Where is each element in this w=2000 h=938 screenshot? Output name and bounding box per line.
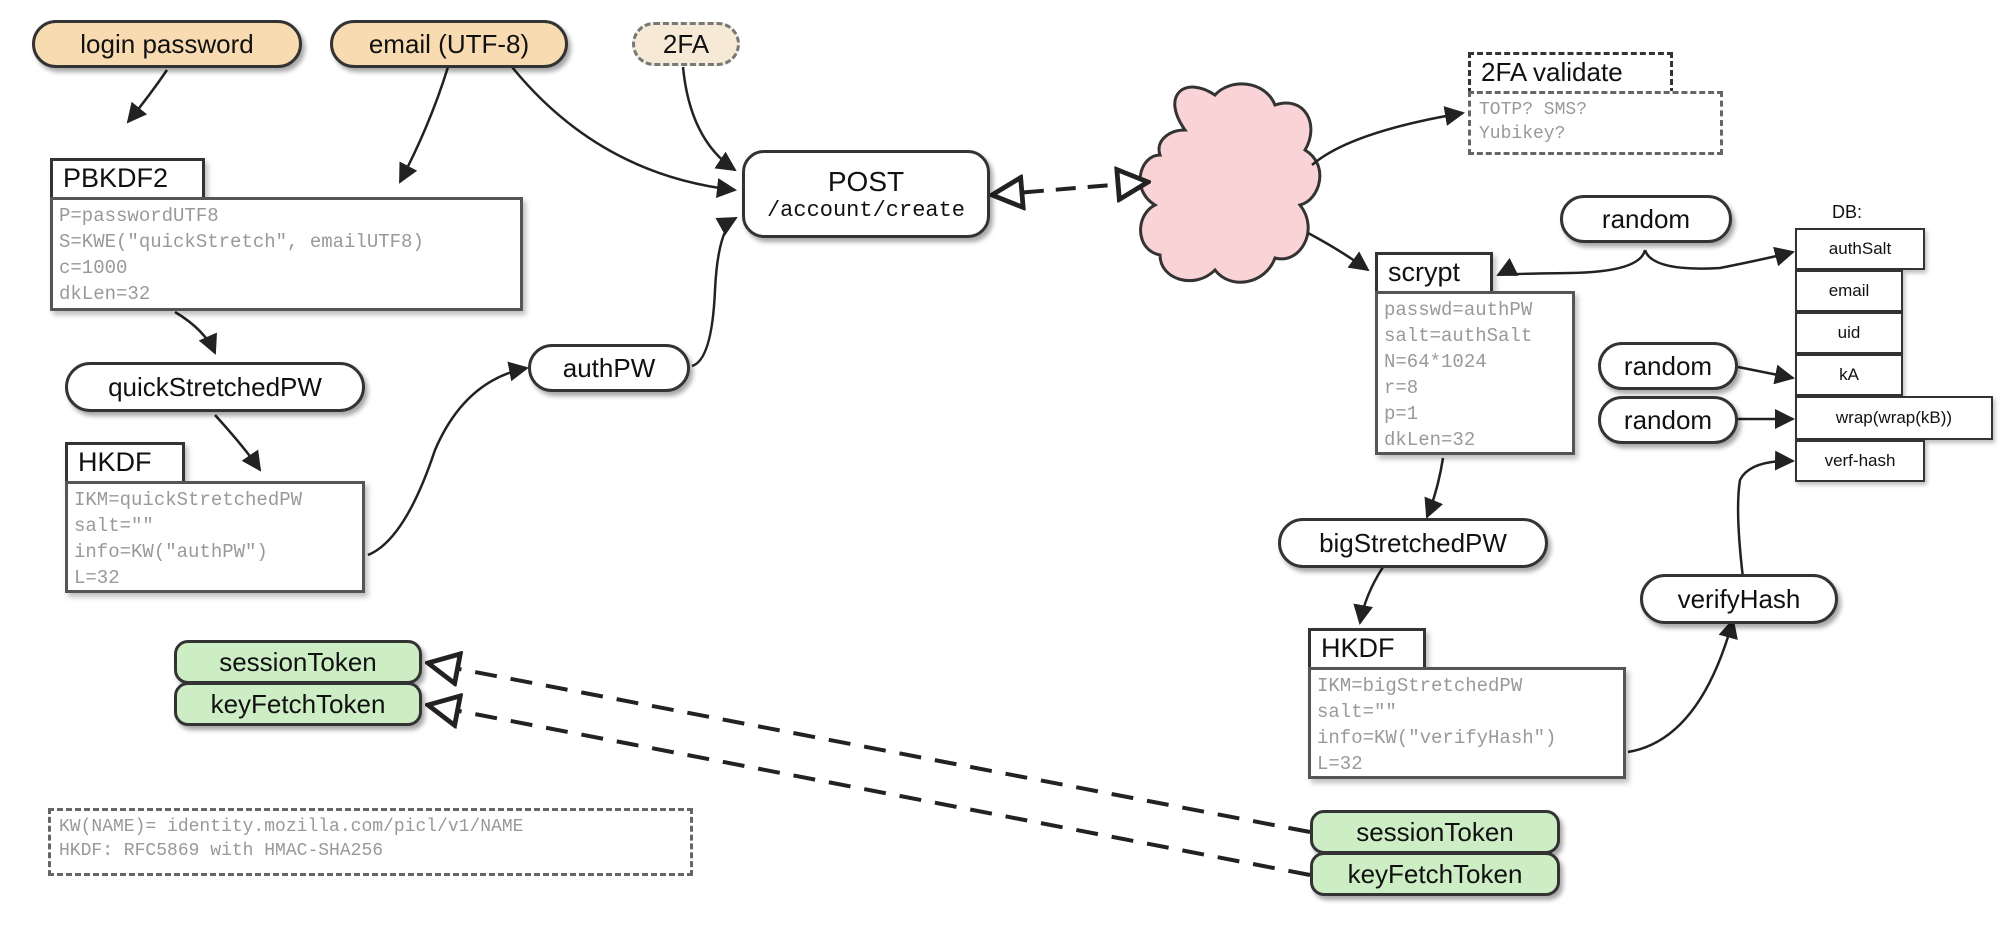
post-account-create: POST /account/create bbox=[742, 150, 990, 238]
scrypt-title: scrypt bbox=[1375, 252, 1493, 294]
twofa-validate-options: TOTP? SMS? Yubikey? bbox=[1468, 91, 1723, 155]
hkdf-client-title: HKDF bbox=[65, 442, 185, 484]
hkdf-server-param: info=KW("verifyHash") bbox=[1317, 727, 1557, 749]
post-title: POST bbox=[827, 165, 905, 197]
server-session-token: sessionToken bbox=[1310, 810, 1560, 854]
twofa-validate-title: 2FA validate bbox=[1468, 52, 1673, 94]
hkdf-server-param: IKM=bigStretchedPW bbox=[1317, 675, 1523, 697]
twofa-input: 2FA bbox=[632, 22, 740, 66]
hkdf-server-params: IKM=bigStretchedPW salt="" info=KW("veri… bbox=[1308, 667, 1626, 779]
db-field-ka: kA bbox=[1795, 354, 1903, 396]
quick-stretched-pw: quickStretchedPW bbox=[65, 362, 365, 412]
hkdf-client-param: salt="" bbox=[74, 515, 154, 537]
scrypt-param: dkLen=32 bbox=[1384, 429, 1476, 451]
hkdf-client-param: info=KW("authPW") bbox=[74, 541, 268, 563]
hkdf-server-title: HKDF bbox=[1308, 628, 1426, 670]
legend-line: KW(NAME)= identity.mozilla.com/picl/v1/N… bbox=[59, 817, 524, 837]
random-ka-source: random bbox=[1598, 342, 1738, 390]
pbkdf2-title: PBKDF2 bbox=[50, 158, 205, 200]
client-keyfetch-token: keyFetchToken bbox=[174, 682, 422, 726]
pbkdf2-params: P=passwordUTF8 S=KWE("quickStretch", ema… bbox=[50, 197, 523, 311]
db-label: DB: bbox=[1832, 202, 1863, 222]
pbkdf2-param: S=KWE("quickStretch", emailUTF8) bbox=[59, 231, 424, 253]
client-session-token: sessionToken bbox=[174, 640, 422, 684]
hkdf-client-param: L=32 bbox=[74, 567, 120, 589]
scrypt-param: passwd=authPW bbox=[1384, 299, 1533, 321]
server-keyfetch-token: keyFetchToken bbox=[1310, 852, 1560, 896]
scrypt-param: salt=authSalt bbox=[1384, 325, 1533, 347]
post-endpoint: /account/create bbox=[766, 197, 966, 223]
db-field-email: email bbox=[1795, 270, 1903, 312]
db-field-verf-hash: verf-hash bbox=[1795, 440, 1925, 482]
pbkdf2-param: P=passwordUTF8 bbox=[59, 205, 219, 227]
scrypt-param: p=1 bbox=[1384, 403, 1419, 425]
big-stretched-pw: bigStretchedPW bbox=[1278, 518, 1548, 568]
db-field-wrap-kb: wrap(wrap(kB)) bbox=[1795, 396, 1993, 440]
hkdf-server-param: salt="" bbox=[1317, 701, 1397, 723]
legend-line: HKDF: RFC5869 with HMAC-SHA256 bbox=[59, 841, 384, 861]
random-salt-source: random bbox=[1560, 195, 1732, 243]
hkdf-client-param: IKM=quickStretchedPW bbox=[74, 489, 303, 511]
hkdf-server-param: L=32 bbox=[1317, 753, 1363, 775]
twofa-option: TOTP? SMS? bbox=[1479, 100, 1588, 120]
db-field-uid: uid bbox=[1795, 312, 1903, 354]
scrypt-param: r=8 bbox=[1384, 377, 1419, 399]
login-password-input: login password bbox=[32, 20, 302, 68]
legend-box: KW(NAME)= identity.mozilla.com/picl/v1/N… bbox=[48, 808, 693, 876]
pbkdf2-param: dkLen=32 bbox=[59, 283, 151, 305]
scrypt-param: N=64*1024 bbox=[1384, 351, 1487, 373]
hkdf-client-params: IKM=quickStretchedPW salt="" info=KW("au… bbox=[65, 481, 365, 593]
scrypt-params: passwd=authPW salt=authSalt N=64*1024 r=… bbox=[1375, 291, 1575, 455]
network-cloud bbox=[1138, 82, 1322, 284]
random-kb-source: random bbox=[1598, 396, 1738, 444]
verify-hash: verifyHash bbox=[1640, 574, 1838, 624]
auth-pw: authPW bbox=[528, 344, 690, 392]
pbkdf2-param: c=1000 bbox=[59, 257, 128, 279]
db-field-authsalt: authSalt bbox=[1795, 228, 1925, 270]
email-input: email (UTF-8) bbox=[330, 20, 568, 68]
twofa-option: Yubikey? bbox=[1479, 124, 1566, 144]
